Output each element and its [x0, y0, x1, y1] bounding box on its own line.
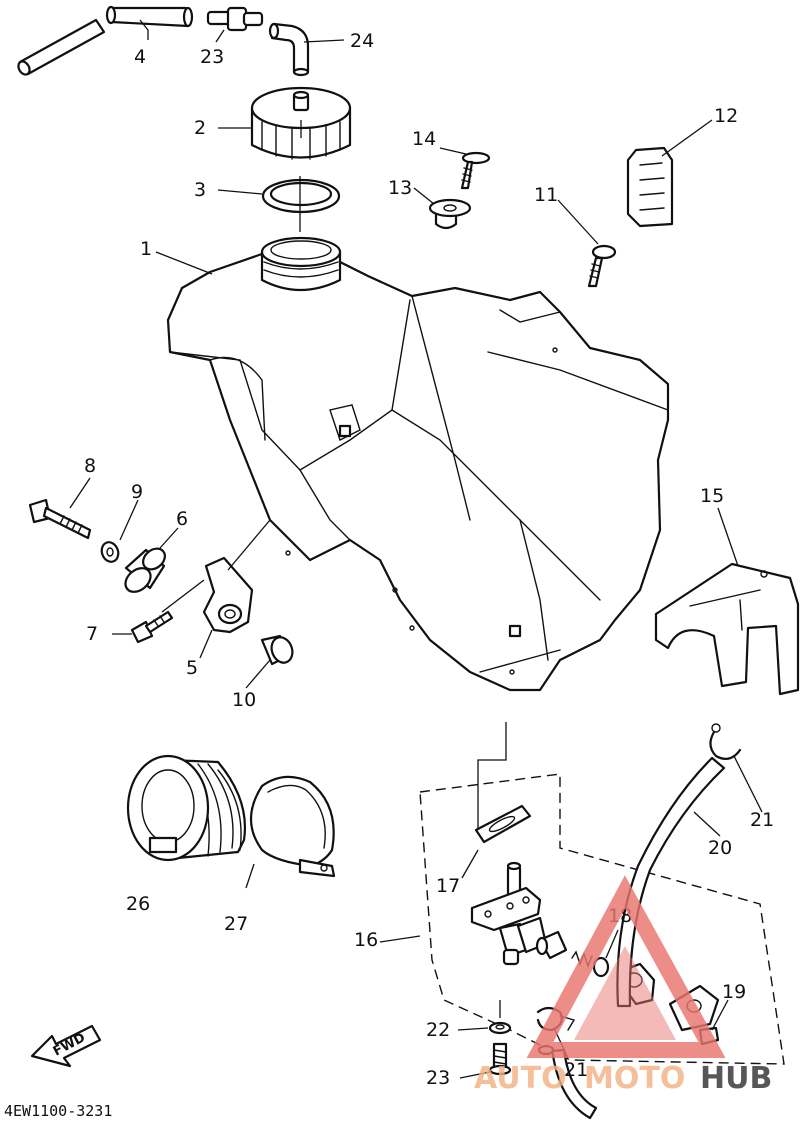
- elbow-hose-part-25[interactable]: [268, 22, 310, 77]
- callout-8: 8: [84, 455, 96, 477]
- callout-9: 9: [131, 481, 143, 503]
- callout-27: 27: [224, 913, 248, 935]
- breather-hose-part-4[interactable]: [16, 5, 194, 77]
- callout-5: 5: [186, 657, 198, 679]
- bolt-part-7[interactable]: [130, 610, 174, 644]
- drawing-code: 4EW1100-3231: [4, 1102, 112, 1120]
- callout-17: 17: [436, 875, 460, 897]
- watermark-hub: HUB: [700, 1061, 772, 1096]
- callout-21-lower: 21: [564, 1059, 588, 1081]
- hose-clip-part-21-upper[interactable]: [709, 723, 742, 761]
- bolt-part-8[interactable]: [28, 498, 92, 540]
- callout-23: 23: [426, 1067, 450, 1089]
- callout-25: 24: [350, 30, 374, 52]
- watermark-moto: MOTO: [584, 1061, 685, 1096]
- screw-part-14[interactable]: [460, 151, 491, 190]
- callout-19: 19: [722, 981, 746, 1003]
- band-part-27[interactable]: [250, 775, 336, 878]
- callout-4: 4: [134, 46, 146, 68]
- callout-11: 11: [534, 184, 558, 206]
- washer-part-9[interactable]: [99, 540, 121, 564]
- strainer-part-17[interactable]: [474, 804, 532, 844]
- bracket-part-5[interactable]: [202, 556, 254, 634]
- callout-21-upper: 21: [750, 809, 774, 831]
- callout-20: 20: [708, 837, 732, 859]
- callout-13: 13: [388, 177, 412, 199]
- grommet-part-13[interactable]: [428, 198, 472, 230]
- drain-screw-part-23[interactable]: [488, 1042, 512, 1076]
- clip-part-12[interactable]: [626, 146, 674, 228]
- fitting-part-24[interactable]: [206, 6, 264, 32]
- gasket-part-3[interactable]: [261, 178, 341, 214]
- bolt-part-11[interactable]: [587, 244, 617, 288]
- callout-12: 12: [714, 105, 738, 127]
- callout-14: 14: [412, 128, 436, 150]
- watermark-triangle-icon: [526, 875, 726, 1058]
- callout-2: 2: [194, 117, 206, 139]
- callout-10: 10: [232, 689, 256, 711]
- callout-6: 6: [176, 508, 188, 530]
- callout-26: 26: [126, 893, 150, 915]
- callout-22: 22: [426, 1019, 450, 1041]
- callout-24: 23: [200, 46, 224, 68]
- callout-1: 1: [140, 238, 152, 260]
- callout-labels: 4 23 24 2 3 1 14 13 11 12 15 8 9 6 7 5 1…: [4, 30, 774, 1120]
- o-ring-part-18[interactable]: [592, 956, 610, 978]
- callout-7: 7: [86, 623, 98, 645]
- collar-part-10[interactable]: [260, 634, 296, 666]
- watermark-logo: AUTO MOTO HUB: [474, 875, 772, 1096]
- boot-part-26[interactable]: [126, 754, 246, 862]
- callout-15: 15: [700, 485, 724, 507]
- fuel-cock-body[interactable]: [470, 861, 548, 966]
- callout-16: 16: [354, 929, 378, 951]
- washer-part-22[interactable]: [488, 1021, 512, 1035]
- forward-direction-arrow: FWD: [30, 1024, 102, 1068]
- leader-lines: [69, 19, 763, 1079]
- cover-part-15[interactable]: [654, 562, 800, 696]
- watermark-auto: AUTO: [474, 1061, 567, 1096]
- fuel-cock-assembly-outline-part-16: [419, 773, 785, 1065]
- damper-part-6[interactable]: [121, 544, 169, 596]
- callout-3: 3: [194, 179, 206, 201]
- fuel-tank-part-1[interactable]: [166, 236, 670, 692]
